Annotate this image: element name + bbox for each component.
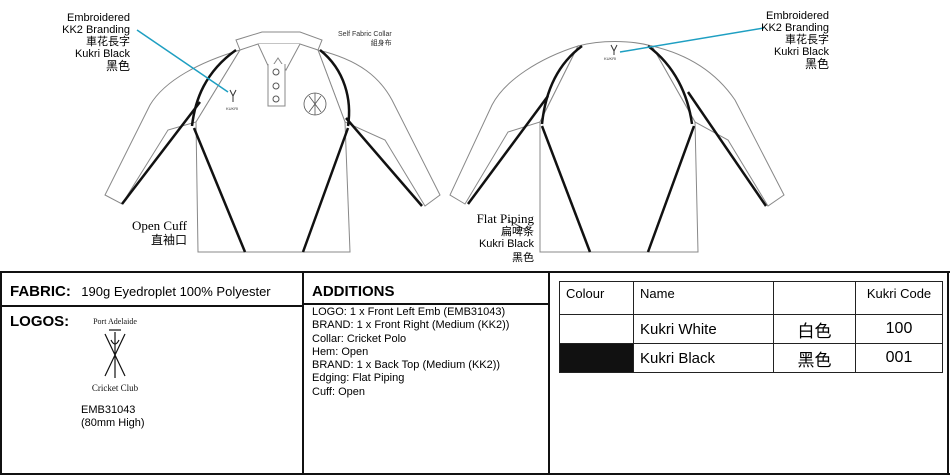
cuff-note-line1: Open Cuff — [131, 218, 187, 233]
additions-item: BRAND: 1 x Back Top (Medium (KK2)) — [312, 359, 501, 372]
table-row: Kukri White 白色 100 — [559, 314, 943, 344]
additions-item: BRAND: 1 x Front Right (Medium (KK2)) — [312, 319, 510, 332]
additions-item: Edging: Flat Piping — [312, 372, 405, 385]
fabric-value: 190g Eyedroplet 100% Polyester — [81, 284, 271, 299]
front-callout-line2: KK2 Branding — [62, 24, 130, 36]
front-brand-mark — [229, 89, 237, 102]
piping-note-line1: Flat Piping — [476, 211, 534, 226]
colour-name: Kukri White — [633, 314, 774, 344]
back-callout-line4: Kukri Black — [773, 46, 829, 58]
divider-left — [0, 271, 2, 475]
piping-note-line2: 扁啤条 — [501, 225, 534, 238]
front-callout-line1: Embroidered — [67, 12, 130, 24]
back-callout-line5: 黑色 — [804, 57, 829, 71]
additions-item: Cuff: Open — [312, 385, 365, 398]
collar-note-line1: Self Fabric Collar — [338, 31, 392, 38]
colour-name: Kukri Black — [633, 343, 774, 373]
fabric-row: FABRIC: 190g Eyedroplet 100% Polyester — [10, 283, 271, 301]
collar-note-line2: 組身布 — [370, 39, 392, 47]
header-blank — [773, 281, 856, 315]
colour-code: 001 — [855, 343, 943, 373]
back-branding-callout: Embroidered KK2 Branding 車花長字 Kukri Blac… — [761, 10, 829, 70]
cuff-note: Open Cuff 直袖口 — [132, 218, 187, 248]
additions-item: Hem: Open — [312, 345, 369, 358]
piping-note-line3: Kukri Black — [478, 238, 534, 250]
logo-size: (80mm High) — [81, 417, 145, 429]
colour-name-cn: 白色 — [773, 314, 856, 344]
front-shirt-outline — [104, 31, 441, 253]
piping-leader — [507, 219, 527, 231]
front-panel-lines — [121, 48, 423, 253]
logo-info: EMB31043 (80mm High) — [81, 404, 145, 430]
collar-note: Self Fabric Collar 組身布 — [338, 30, 392, 48]
back-brand-mark — [610, 44, 618, 55]
colour-code: 100 — [855, 314, 943, 344]
table-row: Kukri Black 黑色 001 — [559, 343, 943, 373]
divider-mid1 — [302, 271, 304, 475]
colours-table: Colour Name Kukri Code Kukri White 白色 10… — [559, 281, 943, 373]
back-callout-line3: 車花長字 — [785, 33, 829, 46]
divider-additions — [304, 303, 549, 305]
fabric-label: FABRIC: — [10, 283, 71, 300]
colour-swatch-black — [559, 343, 634, 373]
colours-table-header: Colour Name Kukri Code — [559, 281, 943, 315]
additions-item: LOGO: 1 x Front Left Emb (EMB31043) — [312, 306, 506, 318]
callout-lines — [136, 27, 765, 93]
header-name: Name — [633, 281, 774, 315]
front-callout-line3: 車花長字 — [86, 35, 130, 48]
divider-top — [0, 271, 950, 273]
garment-drawing: KUKRI KUKRI — [104, 27, 785, 253]
back-shirt-outline — [449, 41, 785, 253]
header-colour: Colour — [559, 281, 634, 315]
back-callout-line2: KK2 Branding — [761, 22, 829, 34]
logo-code: EMB31043 — [81, 404, 136, 416]
logos-label: LOGOS: — [10, 313, 70, 330]
divider-right — [947, 271, 949, 475]
piping-note: Flat Piping 扁啤条 Kukri Black 黑色 — [477, 212, 534, 264]
additions-list: LOGO: 1 x Front Left Emb (EMB31043) BRAN… — [312, 306, 509, 399]
front-buttons — [272, 68, 280, 103]
front-callout-line4: Kukri Black — [74, 48, 130, 60]
club-crest-top: Port Adelaide — [93, 317, 137, 326]
additions-label: ADDITIONS — [312, 283, 395, 300]
additions-item: Collar: Cricket Polo — [312, 332, 407, 345]
front-brand-text: KUKRI — [226, 106, 238, 111]
front-callout-line5: 黑色 — [105, 59, 130, 73]
back-panel-lines — [466, 44, 768, 253]
colour-name-cn: 黑色 — [773, 343, 856, 373]
piping-note-line4: 黑色 — [512, 251, 534, 264]
cuff-note-line2: 直袖口 — [150, 233, 187, 247]
front-chest-crest — [303, 92, 327, 116]
front-branding-callout: Embroidered KK2 Branding 車花長字 Kukri Blac… — [62, 12, 130, 72]
divider-mid2 — [548, 271, 550, 475]
divider-bottom — [0, 473, 950, 475]
back-callout-line1: Embroidered — [766, 10, 829, 22]
header-code: Kukri Code — [855, 281, 943, 315]
club-crest-logo: Port Adelaide Cricket Club — [92, 317, 139, 393]
club-crest-bottom: Cricket Club — [92, 383, 139, 393]
colour-swatch-white — [559, 314, 634, 344]
divider-fabric — [0, 305, 304, 307]
back-brand-text: KUKRI — [604, 56, 616, 61]
